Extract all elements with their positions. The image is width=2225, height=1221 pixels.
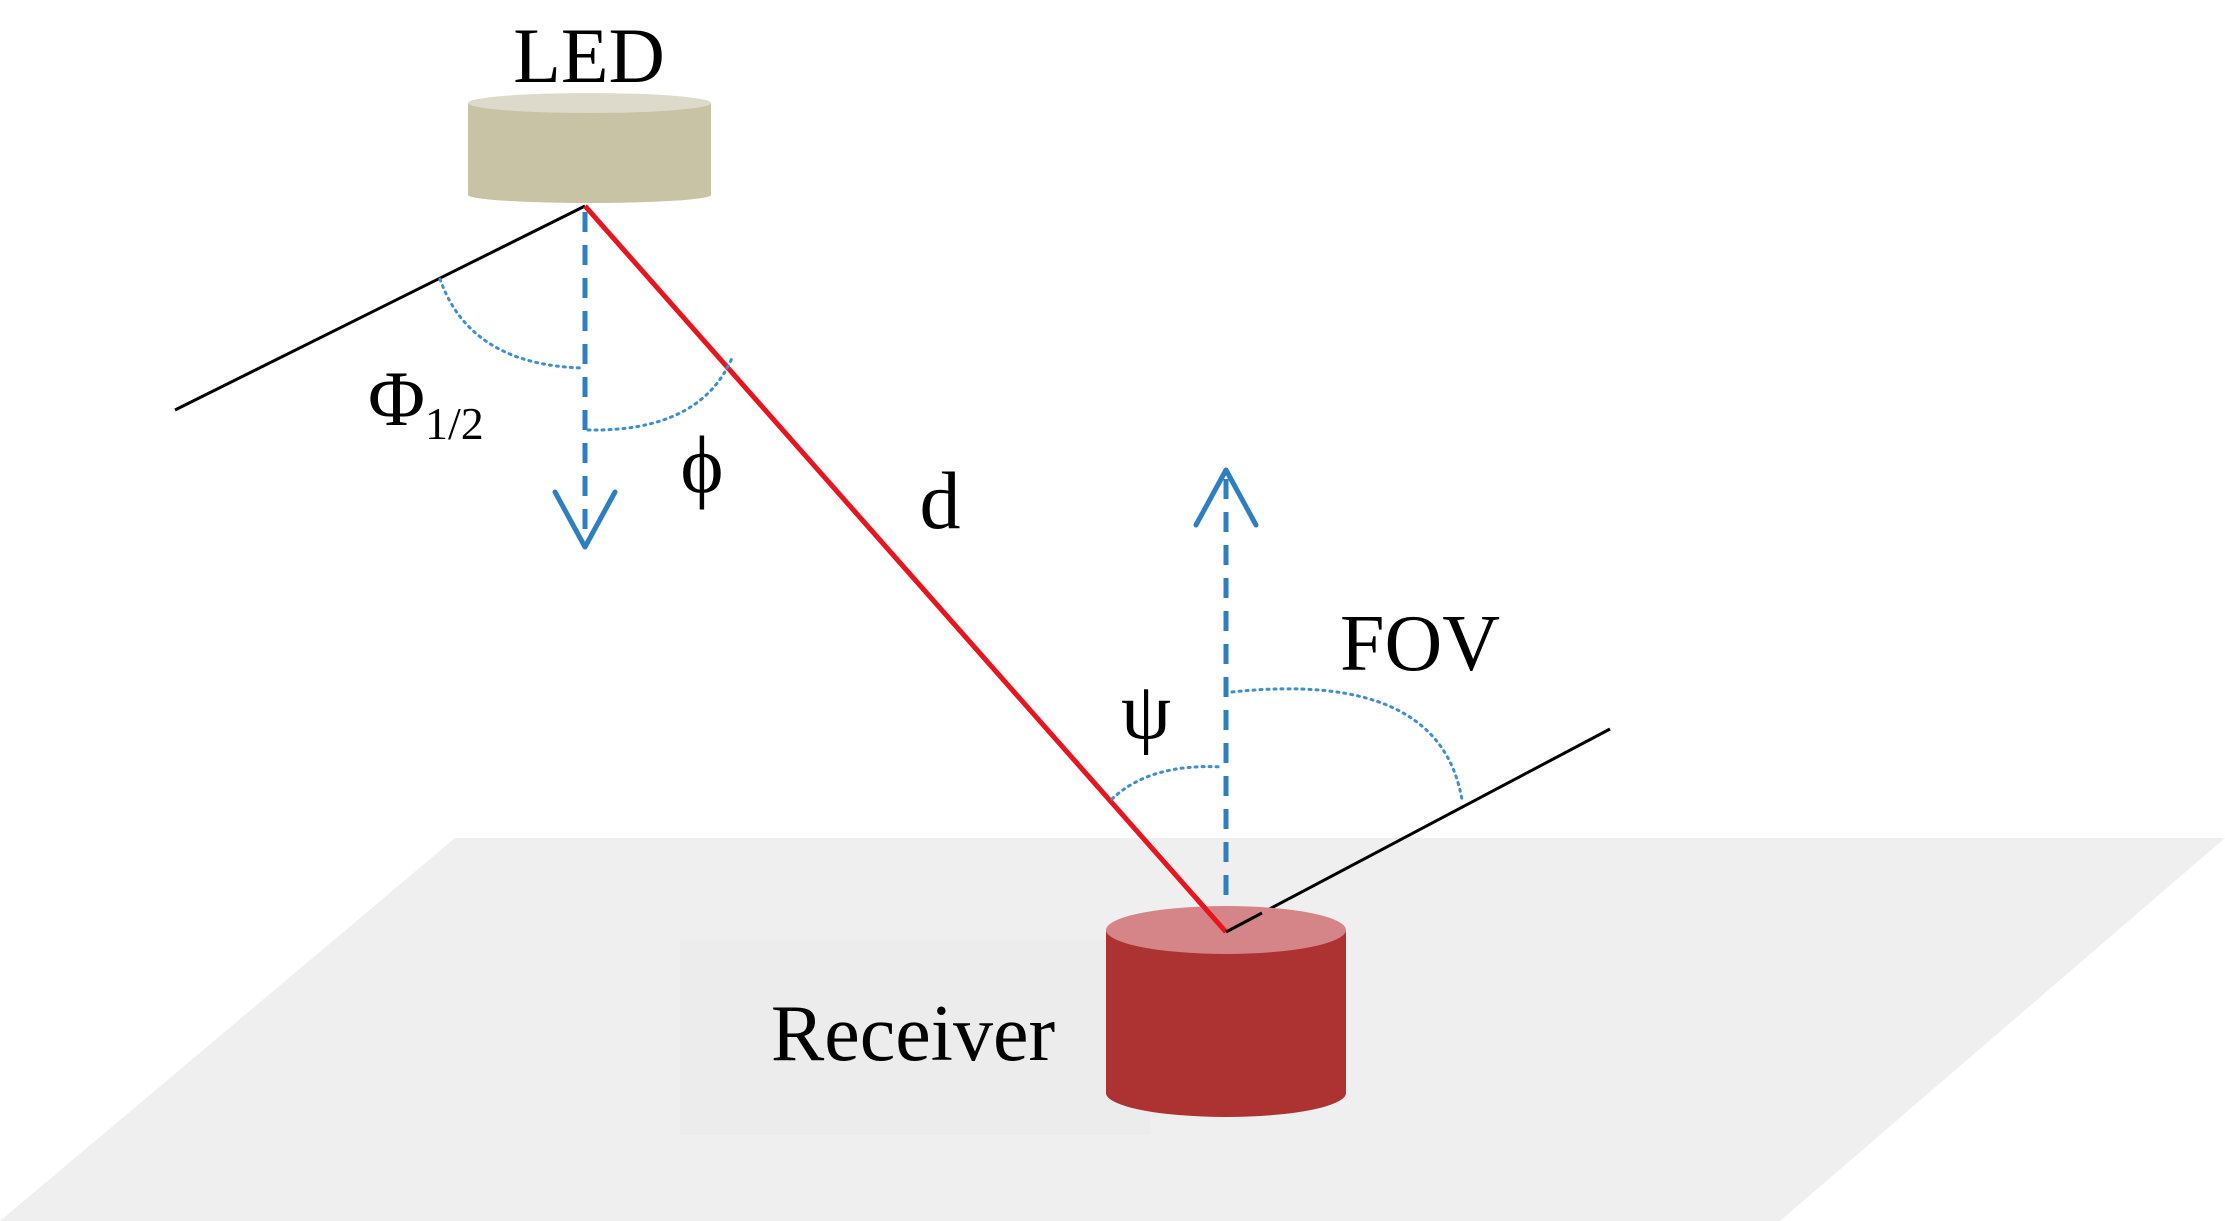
receiver-fov-edge-start [1225, 911, 1263, 934]
phi-angle-arc [586, 356, 734, 432]
line-of-sight-link-end [1194, 896, 1228, 934]
led-bottom-rim [468, 187, 711, 203]
incidence-angle-label: ψ [1121, 668, 1171, 756]
fov-angle-arc [1230, 687, 1464, 802]
receiver-body [1106, 930, 1346, 1093]
receiver-bottom-rim [1106, 1069, 1346, 1117]
receiver-label: Receiver [771, 990, 1055, 1078]
receiver-axis-arrowhead [1193, 467, 1259, 528]
half-power-angle-symbol: Φ [368, 355, 425, 442]
line-of-sight-link [583, 204, 1228, 934]
led-transmitter [468, 93, 711, 203]
led-top-face [468, 93, 711, 113]
irradiance-angle-label: ϕ [680, 419, 723, 510]
led-body [468, 103, 711, 195]
fov-label: FOV [1340, 600, 1500, 688]
half-power-angle-label: Φ1/2 [368, 355, 484, 449]
phi-half-angle-arc [438, 277, 585, 370]
led-label: LED [513, 12, 665, 99]
receiver-fov-edge [1225, 727, 1611, 934]
led-half-angle-edge [174, 204, 586, 412]
receiver-shadow-patch [680, 940, 1150, 1135]
led-axis-arrowhead [552, 489, 618, 550]
psi-angle-arc [1110, 765, 1224, 801]
half-power-angle-subscript: 1/2 [425, 398, 484, 449]
distance-label: d [920, 455, 961, 546]
receiver-photodetector [1106, 896, 1346, 1117]
